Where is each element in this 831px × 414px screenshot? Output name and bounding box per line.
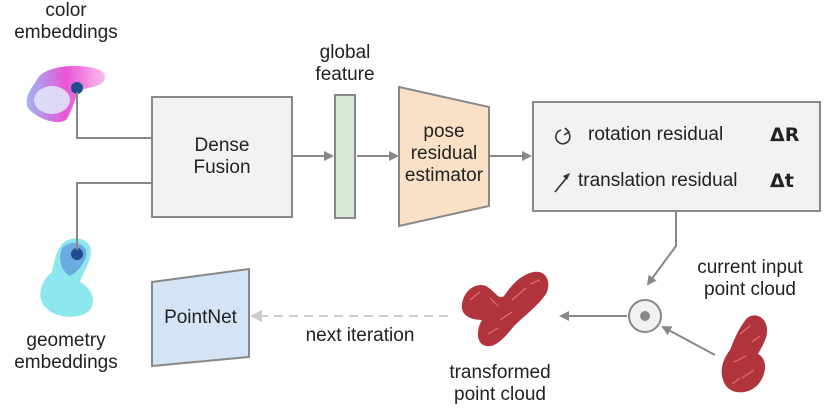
delta-t-label: Δt <box>770 170 794 192</box>
input-to-operator-arrow <box>661 326 716 356</box>
global-feature-label: global feature <box>315 42 375 85</box>
color-to-fusion-line <box>76 92 152 139</box>
connectors <box>76 92 716 356</box>
global-feature-bar <box>334 94 356 219</box>
geometry-embeddings-image <box>40 238 94 317</box>
geometry-to-fusion-line <box>76 182 152 250</box>
pointnet-block <box>151 267 250 368</box>
dense-fusion-box <box>151 96 293 218</box>
pose-residual-estimator <box>398 85 490 228</box>
pointnet-label: PointNet <box>164 307 237 328</box>
color-embeddings-image <box>26 65 105 123</box>
current-input-point-cloud <box>721 315 768 393</box>
residual-box <box>532 101 821 212</box>
dense-fusion-label: Dense Fusion <box>193 135 251 178</box>
residual-to-operator-arrow <box>646 212 677 286</box>
delta-r-label: ΔR <box>770 124 800 146</box>
translation-arrow-icon <box>554 173 570 193</box>
current-input-label: current input point cloud <box>697 257 803 300</box>
transformed-point-cloud <box>461 271 549 347</box>
geometry-embeddings-label: geometry embeddings <box>14 330 118 373</box>
color-embeddings-label: color embeddings <box>14 0 118 43</box>
rotation-icon <box>555 127 571 145</box>
translation-residual-label: translation residual <box>578 170 738 191</box>
next-iteration-label: next iteration <box>305 325 415 346</box>
compose-operator-icon <box>628 299 662 333</box>
pose-estimator-label: pose residual estimator <box>404 121 484 186</box>
transformed-label: transformed point cloud <box>449 362 551 405</box>
rotation-residual-label: rotation residual <box>588 124 724 145</box>
